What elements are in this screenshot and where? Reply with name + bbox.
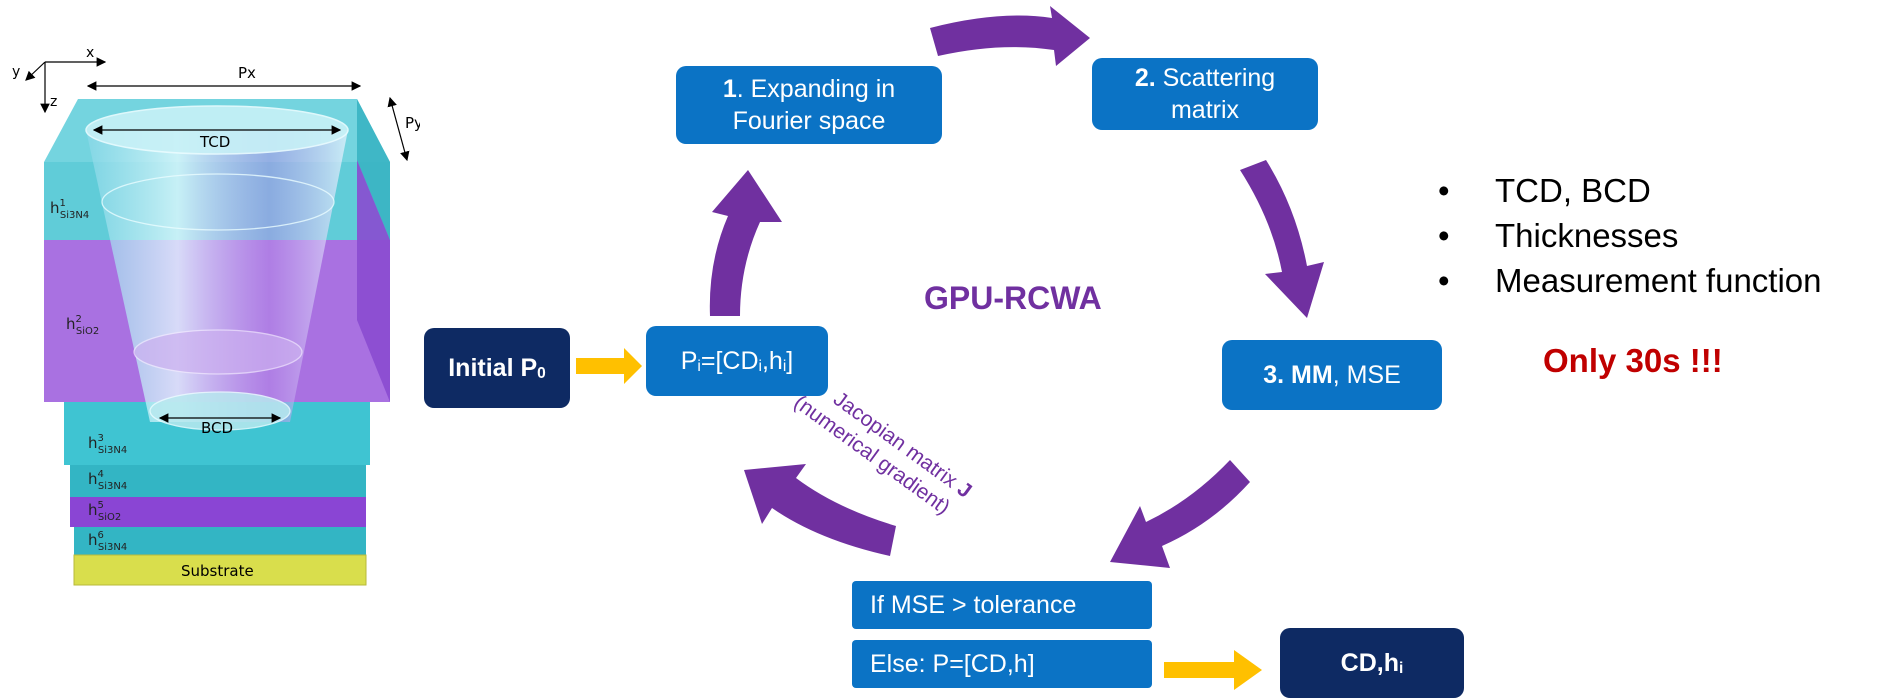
layer-5-front: [70, 497, 366, 527]
params-sub-2: i: [758, 357, 762, 375]
bullet-text: Measurement function: [1495, 262, 1822, 299]
arrow-initial-to-params: [576, 348, 642, 384]
axis-z-label: z: [50, 94, 57, 110]
step2-line2: matrix: [1170, 96, 1240, 124]
bullet-item: • Measurement function: [1438, 258, 1822, 303]
step2-box: 2. Scattering matrix: [1092, 58, 1318, 130]
else-text: Else: P=[CD,h]: [870, 649, 1035, 678]
step1-number: 1: [722, 74, 737, 103]
speed-highlight: Only 30s !!!: [1543, 342, 1723, 379]
step3-box: 3. MM, MSE: [1222, 340, 1442, 410]
feature-bullet-list: • TCD, BCD • Thicknesses • Measurement func…: [1438, 168, 1822, 303]
layer-4-front: [70, 465, 366, 497]
bullet-item: • TCD, BCD: [1438, 168, 1822, 213]
arrow-params-to-step1: [709, 170, 782, 316]
initial-sub: 0: [537, 364, 546, 382]
step1-box: 1. Expanding in Fourier space: [676, 66, 942, 144]
params-mid: =[CD: [700, 346, 759, 375]
gpu-rcwa-label: GPU-RCWA: [924, 280, 1102, 316]
axis-y-label: y: [12, 64, 20, 80]
py-label: Py: [405, 114, 420, 132]
result-sub: i: [1399, 659, 1404, 677]
params-p: P: [680, 346, 698, 375]
step3-bold: 3. MM: [1263, 360, 1333, 389]
step2-line1: Scattering: [1155, 63, 1276, 92]
step2-number: 2.: [1134, 63, 1156, 92]
bullet-dot-icon: •: [1438, 262, 1450, 299]
substrate-layer: [73, 554, 367, 586]
else-box: Else: P=[CD,h]: [852, 640, 1152, 688]
arrow-step2-to-step3: [1240, 160, 1324, 318]
arrow-step3-to-decision: [1110, 460, 1250, 568]
params-end: ]: [786, 346, 794, 375]
params-sub-1: i: [697, 357, 701, 375]
arrow-decision-to-params: [744, 464, 896, 556]
bullet-dot-icon: •: [1438, 172, 1450, 209]
cone-mid-ellipse: [101, 173, 335, 231]
bullet-text: TCD, BCD: [1495, 172, 1651, 209]
layer-6-front: [74, 527, 366, 555]
step1-line2: Fourier space: [732, 107, 886, 135]
px-label: Px: [238, 64, 256, 82]
step1-line1: . Expanding in: [736, 74, 896, 103]
layer-stack-figure: x y z Px Py Substrate: [12, 45, 420, 586]
axis-x-label: x: [86, 45, 94, 61]
initial-text: Initial P: [448, 353, 538, 382]
result-text: CD,h: [1340, 648, 1399, 677]
substrate-label: Substrate: [181, 562, 254, 580]
bcd-label: BCD: [201, 419, 233, 437]
bullet-item: • Thicknesses: [1438, 213, 1822, 258]
step3-rest: , MSE: [1332, 360, 1401, 389]
if-text: If MSE > tolerance: [870, 590, 1077, 619]
layer-2-side: [357, 160, 390, 402]
bullet-dot-icon: •: [1438, 217, 1450, 254]
layer-1-side: [357, 99, 390, 240]
bullet-text: Thicknesses: [1495, 217, 1679, 254]
tcd-label: TCD: [199, 133, 230, 151]
arrow-step1-to-step2: [930, 6, 1090, 66]
arrow-else-to-result: [1164, 650, 1262, 690]
if-box: If MSE > tolerance: [852, 581, 1152, 629]
params-sub-3: i: [782, 357, 787, 375]
params-comma: ,h: [761, 346, 783, 375]
cone-mid2-ellipse: [133, 329, 303, 375]
